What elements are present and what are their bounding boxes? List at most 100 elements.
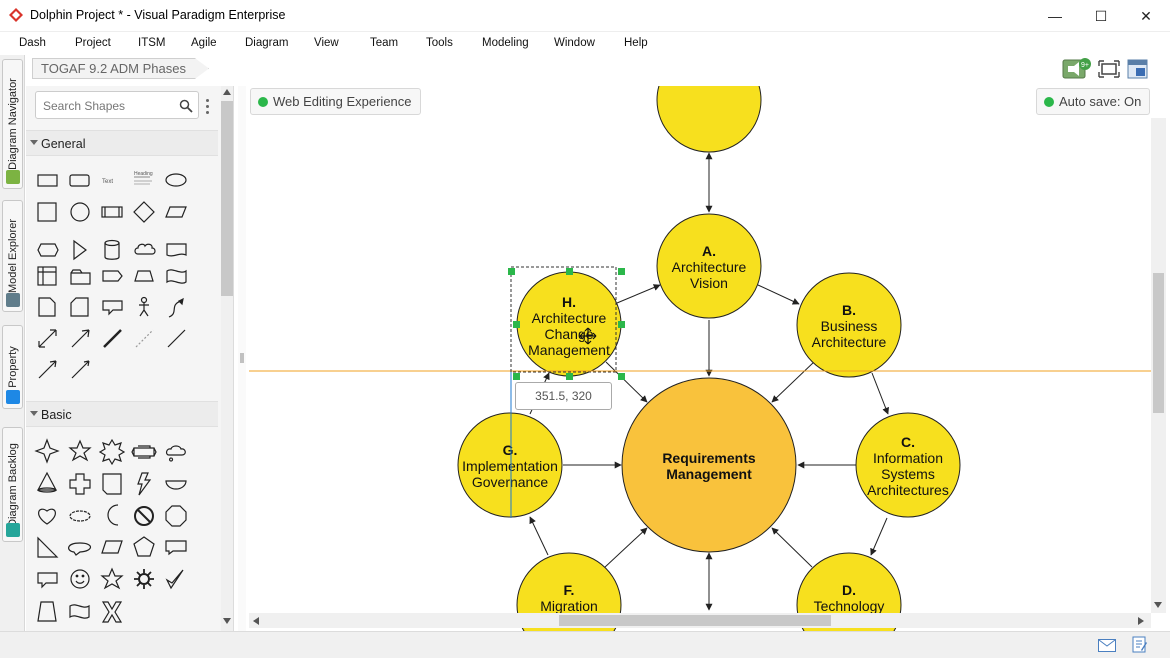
thin-arrow-shape[interactable] (71, 360, 90, 379)
ellipse-shape[interactable] (165, 173, 187, 187)
flag-wave-shape[interactable] (69, 604, 90, 619)
no-symbol-shape[interactable] (134, 506, 154, 526)
scroll-left-icon[interactable] (253, 617, 259, 625)
process-shape[interactable] (101, 206, 123, 218)
connector-h-a[interactable] (616, 284, 661, 304)
menu-agile[interactable]: Agile (191, 37, 217, 49)
canvas-vertical-scrollbar[interactable] (1151, 118, 1166, 613)
connector-d-rm[interactable] (771, 527, 813, 568)
selection-handles[interactable] (508, 268, 625, 380)
phase-b-circle[interactable] (796, 272, 902, 378)
tab-shape[interactable] (70, 269, 91, 285)
scroll-up-icon[interactable] (223, 89, 231, 95)
star-4-shape[interactable] (34, 438, 60, 464)
diamond-shape[interactable] (133, 201, 155, 223)
requirements-management-circle[interactable] (621, 377, 797, 553)
document-shape[interactable] (166, 243, 187, 257)
rounded-rectangle-shape[interactable] (69, 174, 90, 187)
thick-line-shape[interactable] (103, 329, 122, 348)
menu-project[interactable]: Project (75, 37, 111, 49)
wave-shape[interactable] (166, 269, 187, 284)
diagram-layout-icon[interactable] (1126, 58, 1150, 80)
connector-c-d[interactable] (870, 517, 888, 556)
web-editing-button[interactable]: Web Editing Experience (250, 88, 421, 115)
close-button[interactable]: ✕ (1123, 0, 1169, 32)
trapezoid-shape[interactable] (134, 270, 154, 282)
parallelogram-shape[interactable] (165, 206, 187, 218)
half-circle-shape[interactable] (165, 480, 187, 490)
tab-diagram-backlog[interactable]: Diagram Backlog (2, 427, 23, 542)
square-shape[interactable] (37, 202, 57, 222)
connector-f-rm[interactable] (603, 527, 648, 569)
phase-f-circle[interactable] (516, 552, 622, 631)
connector-a-b[interactable] (757, 284, 800, 305)
tab-model-explorer[interactable]: Model Explorer (2, 200, 23, 312)
page-shape[interactable] (38, 297, 56, 317)
x-shape[interactable] (101, 601, 123, 623)
dashed-line-shape[interactable] (135, 329, 154, 348)
menu-help[interactable]: Help (624, 37, 648, 49)
tab-property[interactable]: Property (2, 325, 23, 409)
pentagon-shape[interactable] (133, 536, 155, 557)
menu-itsm[interactable]: ITSM (138, 37, 166, 49)
trapezoid-2-shape[interactable] (37, 601, 57, 622)
card-shape[interactable] (70, 297, 89, 317)
mail-icon[interactable] (1098, 639, 1116, 652)
arrow-shape[interactable] (71, 329, 90, 348)
connector-b-c[interactable] (871, 372, 889, 415)
smiley-shape[interactable] (70, 569, 90, 589)
phase-preliminary-circle[interactable] (656, 86, 762, 153)
circle-shape[interactable] (70, 202, 90, 222)
cylinder-shape[interactable] (104, 239, 120, 260)
palette-scrollbar[interactable] (221, 86, 233, 631)
palette-splitter[interactable] (238, 86, 246, 631)
canvas-hscroll-thumb[interactable] (559, 615, 831, 626)
cone-shape[interactable] (37, 471, 57, 493)
notes-icon[interactable] (1132, 636, 1148, 654)
heading-shape[interactable] (134, 176, 152, 185)
breadcrumb[interactable]: TOGAF 9.2 ADM Phases (32, 58, 209, 79)
search-icon[interactable] (179, 99, 193, 113)
connector-h-rm[interactable] (605, 361, 648, 403)
menu-modeling[interactable]: Modeling (482, 37, 529, 49)
heart-shape[interactable] (38, 508, 56, 525)
palette-menu-icon[interactable] (206, 99, 209, 117)
moon-shape[interactable] (107, 504, 119, 526)
section-general[interactable]: General (26, 130, 218, 156)
diagram-canvas[interactable]: A. Architecture Vision B. Business Archi… (247, 86, 1170, 631)
octagon-shape[interactable] (165, 505, 187, 527)
star-shape[interactable] (100, 567, 124, 590)
scroll-down-icon[interactable] (223, 618, 231, 624)
tab-diagram-navigator[interactable]: Diagram Navigator (2, 59, 23, 189)
thought-cloud-shape[interactable] (165, 445, 186, 462)
menu-view[interactable]: View (314, 37, 339, 49)
speech-cloud-shape[interactable] (69, 510, 91, 522)
connector-b-rm[interactable] (771, 360, 816, 403)
table-shape[interactable] (37, 266, 57, 286)
scroll-right-icon[interactable] (1138, 617, 1144, 625)
callout-shape[interactable] (102, 300, 123, 316)
sun-shape[interactable] (134, 569, 154, 589)
rect-callout-2-shape[interactable] (37, 572, 58, 589)
section-basic[interactable]: Basic (26, 401, 218, 427)
connector-f-g[interactable] (529, 516, 549, 556)
chevron-shape[interactable] (102, 270, 123, 282)
arrow-line-shape[interactable] (38, 360, 57, 379)
skew-shape[interactable] (101, 540, 123, 554)
banner-shape[interactable] (131, 445, 157, 459)
double-arrow-shape[interactable] (38, 329, 57, 348)
announcement-icon[interactable]: 9+ (1062, 58, 1094, 80)
menu-diagram[interactable]: Diagram (245, 37, 289, 49)
canvas-vscroll-thumb[interactable] (1153, 273, 1164, 413)
phase-d-circle[interactable] (796, 552, 902, 631)
lightning-shape[interactable] (137, 472, 152, 496)
phase-c-circle[interactable] (855, 412, 961, 518)
hexagon-shape[interactable] (37, 243, 59, 257)
triangle-shape[interactable] (73, 239, 87, 261)
rectangle-callout-shape[interactable] (165, 540, 187, 556)
menu-tools[interactable]: Tools (426, 37, 453, 49)
phase-g-circle[interactable] (457, 412, 563, 518)
menu-team[interactable]: Team (370, 37, 399, 49)
fit-diagram-icon[interactable] (1098, 58, 1120, 80)
canvas-horizontal-scrollbar[interactable] (249, 613, 1151, 628)
